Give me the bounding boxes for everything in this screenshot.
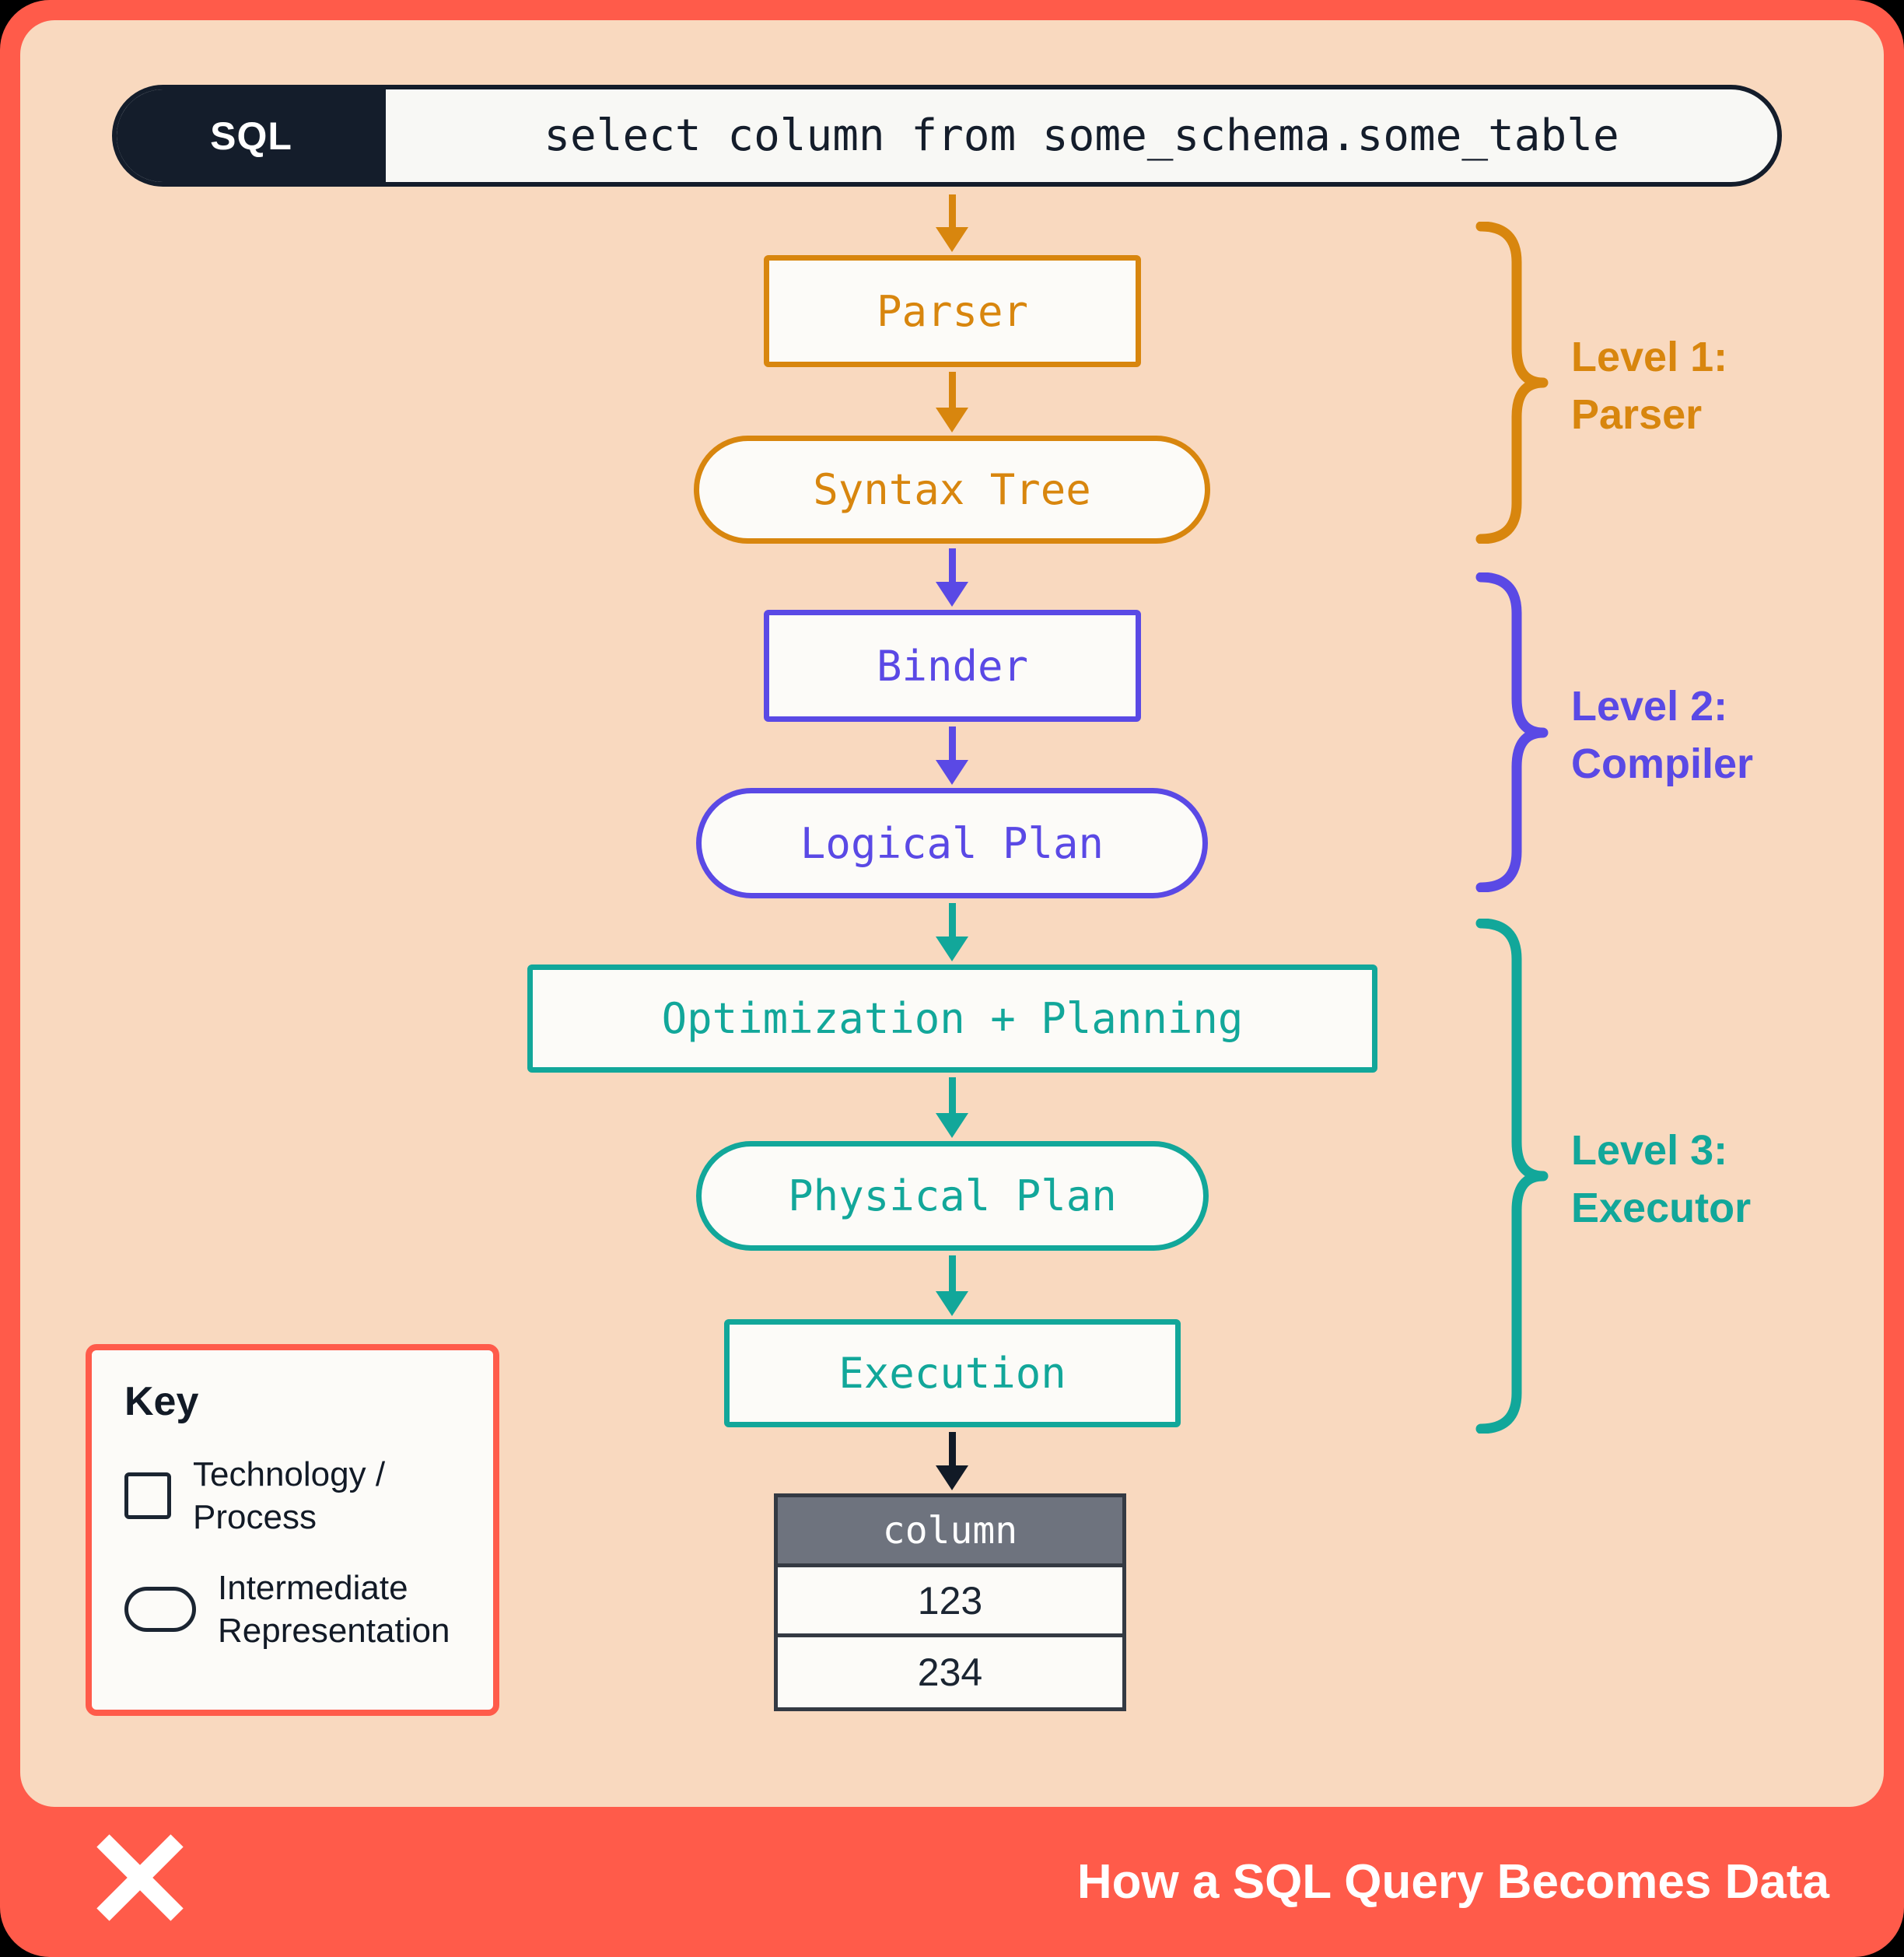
legend-item-process: Technology / Process: [124, 1453, 460, 1539]
arrow-head-icon: [936, 1465, 968, 1490]
flow-arrow: [936, 372, 968, 432]
node-physical-plan: Physical Plan: [696, 1141, 1209, 1251]
arrow-stem: [948, 548, 956, 583]
arrow-head-icon: [936, 760, 968, 785]
level-3-title: Level 3:: [1571, 1127, 1728, 1174]
arrow-stem: [948, 194, 956, 229]
node-logical-plan: Logical Plan: [696, 788, 1208, 898]
level-2-title: Level 2:: [1571, 683, 1728, 730]
arrow-head-icon: [936, 227, 968, 252]
level-1-title: Level 1:: [1571, 334, 1728, 380]
arrow-head-icon: [936, 408, 968, 432]
legend-item-intermediate: Intermediate Representation: [124, 1567, 460, 1652]
level-1-brace: [1475, 222, 1549, 544]
brand-logo-icon: [96, 1834, 184, 1921]
flow-arrow: [936, 903, 968, 961]
flow-arrow: [936, 194, 968, 252]
level-2-label: Level 2: Compiler: [1571, 677, 1874, 793]
flow-arrow: [936, 548, 968, 607]
arrow-stem: [948, 1432, 956, 1467]
page-title: How a SQL Query Becomes Data: [1076, 1855, 1829, 1909]
flow-arrow: [936, 1077, 968, 1138]
flow-arrow: [936, 1255, 968, 1316]
level-2-brace: [1475, 572, 1549, 892]
arrow-stem: [948, 1077, 956, 1115]
arrow-stem: [948, 372, 956, 409]
result-table: column 123 234: [774, 1493, 1126, 1711]
level-1-subtitle: Parser: [1571, 391, 1703, 438]
result-table-row: 234: [917, 1651, 983, 1694]
node-optimization-planning: Optimization + Planning: [527, 964, 1377, 1073]
legend-title: Key: [124, 1379, 199, 1424]
flow-arrow: [936, 726, 968, 785]
arrow-stem: [948, 1255, 956, 1293]
sql-input-bar: SQL select column from some_schema.some_…: [112, 85, 1782, 187]
legend-item-label: Technology / Process: [193, 1455, 386, 1536]
arrow-head-icon: [936, 1291, 968, 1316]
level-3-brace: [1475, 919, 1549, 1434]
result-table-header: column: [778, 1497, 1122, 1567]
legend-item-label: Intermediate Representation: [218, 1569, 450, 1650]
arrow-head-icon: [936, 1113, 968, 1138]
level-3-subtitle: Executor: [1571, 1185, 1752, 1231]
level-2-subtitle: Compiler: [1571, 740, 1754, 787]
sql-badge: SQL: [117, 89, 386, 182]
flow-arrow: [936, 1432, 968, 1490]
node-execution: Execution: [724, 1319, 1181, 1427]
square-shape-icon: [124, 1472, 171, 1519]
legend-box: Key Technology / Process Intermediate Re…: [86, 1344, 499, 1716]
arrow-stem: [948, 903, 956, 938]
arrow-head-icon: [936, 582, 968, 607]
level-3-label: Level 3: Executor: [1571, 1122, 1874, 1237]
pill-shape-icon: [124, 1587, 196, 1632]
arrow-head-icon: [936, 936, 968, 961]
node-parser: Parser: [764, 255, 1141, 367]
node-syntax-tree: Syntax Tree: [694, 436, 1210, 544]
sql-query-text: select column from some_schema.some_tabl…: [544, 110, 1619, 161]
level-1-label: Level 1: Parser: [1571, 328, 1874, 443]
arrow-stem: [948, 726, 956, 761]
result-table-row: 123: [778, 1567, 1122, 1637]
node-binder: Binder: [764, 610, 1141, 722]
